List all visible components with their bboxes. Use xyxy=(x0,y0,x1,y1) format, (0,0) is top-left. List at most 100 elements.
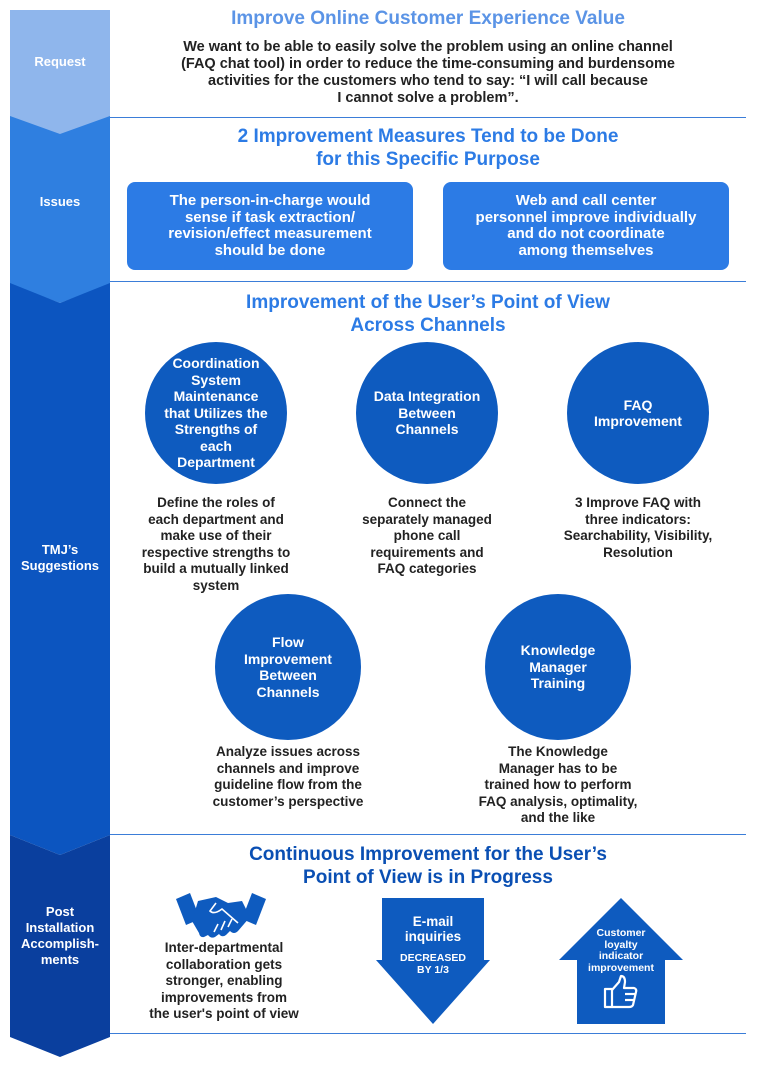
request-body: We want to be able to easily solve the p… xyxy=(112,39,744,107)
collab-line: stronger, enabling xyxy=(165,973,283,988)
issue-line: should be done xyxy=(214,241,326,259)
divider xyxy=(110,117,746,118)
collab-line: improvements from xyxy=(160,989,288,1005)
desc-line: customer’s perspective xyxy=(212,793,364,809)
loyalty-line: Customer xyxy=(596,927,646,939)
request-body-line: (FAQ chat tool) in order to reduce the t… xyxy=(181,56,675,72)
request-title: Improve Online Customer Experience Value xyxy=(231,8,625,29)
desc-line: Manager has to be xyxy=(498,760,618,776)
circle-line: Coordination xyxy=(172,355,260,372)
collab-line: collaboration gets xyxy=(165,956,283,972)
desc-line: FAQ categories xyxy=(377,561,477,576)
post-title: Continuous Improvement for the User’s Po… xyxy=(110,843,746,889)
post-title-line: Continuous Improvement for the User’s xyxy=(249,844,607,865)
circle-line: Data Integration xyxy=(373,388,481,405)
desc-line: Connect the xyxy=(387,495,466,510)
issues-title-line: for this Specific Purpose xyxy=(316,149,540,170)
request-body-line: We want to be able to easily solve the p… xyxy=(183,39,673,55)
desc-line: trained how to perform xyxy=(484,777,632,792)
request-body-line: activities for the customers who tend to… xyxy=(208,73,648,89)
circle-line: Improvement xyxy=(244,650,332,667)
suggestions-label: TMJ’s Suggestions xyxy=(10,542,110,574)
circle-line: System xyxy=(191,371,241,388)
request-body-line: I cannot solve a problem”. xyxy=(337,90,519,106)
handshake-icon xyxy=(176,893,266,938)
issues-stage-arrow xyxy=(10,116,110,303)
down-arrow-icon xyxy=(376,898,490,1024)
circle-line: Knowledge xyxy=(520,642,596,659)
circle-line: Training xyxy=(530,675,586,692)
circle-line: Department xyxy=(177,454,255,471)
desc-line: guideline flow from the xyxy=(214,777,362,792)
circle-line: Between xyxy=(259,667,317,683)
suggestion-desc-coordination: Define the roles of each department and … xyxy=(126,495,306,594)
desc-line: system xyxy=(192,577,240,593)
suggestion-desc-data-integration: Connect the separately managed phone cal… xyxy=(337,495,517,578)
post-stage-arrow xyxy=(10,835,110,1057)
decreased-line: BY 1/3 xyxy=(417,964,449,976)
circle-line: FAQ xyxy=(623,396,653,413)
desc-line: phone call xyxy=(393,528,461,543)
desc-line: and the like xyxy=(520,810,596,825)
suggestion-circle-coordination: Coordination System Maintenance that Uti… xyxy=(145,342,287,484)
desc-line: build a mutually linked xyxy=(143,561,289,576)
circle-line: Strengths of xyxy=(174,421,258,438)
request-label: Request xyxy=(34,54,86,69)
issue-line: Web and call center xyxy=(515,192,657,209)
suggestions-title-line: Improvement of the User’s Point of View xyxy=(246,292,610,313)
suggestion-desc-faq: 3 Improve FAQ with three indicators: Sea… xyxy=(548,495,728,561)
circle-line: Improvement xyxy=(594,413,682,429)
email-line: inquiries xyxy=(404,929,462,944)
issue-line: The person-in-charge would xyxy=(169,192,371,209)
loyalty-line: indicator xyxy=(598,950,644,962)
circle-line: Channels xyxy=(256,683,320,700)
decreased-line: DECREASED xyxy=(400,952,466,964)
issue-line: sense if task extraction/ xyxy=(184,208,356,226)
divider xyxy=(110,834,746,835)
loyalty-line: improvement xyxy=(588,961,654,974)
post-label: Post Installation Accomplish- ments xyxy=(10,904,110,968)
collab-line: the user's point of view xyxy=(149,1006,299,1021)
desc-line: FAQ analysis, optimality, xyxy=(478,793,638,809)
suggestion-circle-flow: Flow Improvement Between Channels xyxy=(215,594,361,740)
desc-line: Resolution xyxy=(603,544,673,560)
desc-line: The Knowledge xyxy=(508,744,608,759)
suggestion-circle-data-integration: Data Integration Between Channels xyxy=(356,342,498,484)
issue-line: revision/effect measurement xyxy=(168,225,372,242)
suggestion-desc-knowledge: The Knowledge Manager has to be trained … xyxy=(463,744,653,827)
suggestion-circle-faq: FAQ Improvement xyxy=(567,342,709,484)
circle-line: each xyxy=(200,437,232,454)
issue-line: among themselves xyxy=(518,241,654,259)
desc-line: make use of their xyxy=(160,528,272,543)
desc-line: requirements and xyxy=(370,544,484,560)
circle-line: Channels xyxy=(395,421,459,438)
decreased-label: DECREASED BY 1/3 xyxy=(376,952,490,976)
divider xyxy=(110,281,746,282)
circle-line: Between xyxy=(398,404,456,421)
suggestions-stage-arrow xyxy=(10,283,110,855)
desc-line: respective strengths to xyxy=(141,544,291,560)
desc-line: Define the roles of xyxy=(157,495,275,510)
post-label-line: Installation xyxy=(25,920,95,935)
collaboration-text: Inter-departmental collaboration gets st… xyxy=(126,940,322,1023)
request-stage-arrow xyxy=(10,10,110,135)
desc-line: separately managed xyxy=(362,511,492,527)
issue-line: personnel improve individually xyxy=(475,208,697,226)
suggestion-circle-knowledge: Knowledge Manager Training xyxy=(485,594,631,740)
post-label-line: Post xyxy=(45,904,75,919)
loyalty-line: loyalty xyxy=(604,938,638,951)
issue-box-1: The person-in-charge would sense if task… xyxy=(127,182,413,270)
collab-line: Inter-departmental xyxy=(164,940,284,955)
suggestion-desc-flow: Analyze issues across channels and impro… xyxy=(193,744,383,810)
issues-title: 2 Improvement Measures Tend to be Done f… xyxy=(110,125,746,171)
issue-line: and do not coordinate xyxy=(507,225,665,242)
issue-box-2: Web and call center personnel improve in… xyxy=(443,182,729,270)
circle-line: Maintenance xyxy=(173,388,259,405)
desc-line: 3 Improve FAQ with xyxy=(574,495,702,510)
suggestions-label-line: TMJ’s xyxy=(41,542,79,557)
up-arrow-icon xyxy=(559,898,683,1024)
suggestions-label-line: Suggestions xyxy=(20,558,99,573)
desc-line: each department and xyxy=(148,511,284,527)
desc-line: channels and improve xyxy=(216,760,360,776)
divider xyxy=(110,1033,746,1034)
